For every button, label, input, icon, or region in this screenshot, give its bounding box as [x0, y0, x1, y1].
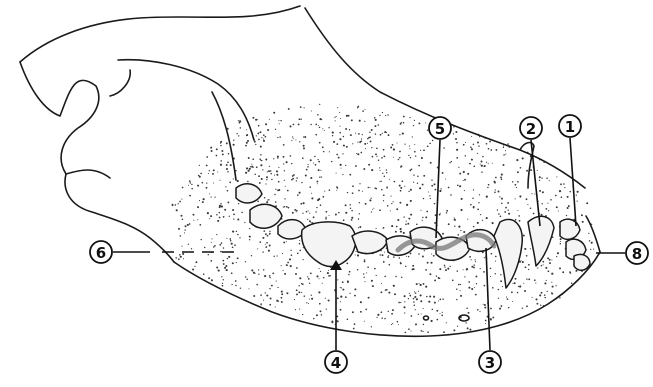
skull-outline	[20, 6, 600, 336]
svg-text:8: 8	[632, 245, 642, 263]
callout-2: 2	[520, 117, 542, 139]
canine-tooth	[494, 219, 522, 288]
carnassial-tooth	[302, 222, 356, 267]
callout-4: 4	[325, 351, 347, 373]
svg-text:4: 4	[331, 354, 341, 372]
callout-8: 8	[626, 242, 648, 264]
callout-6: 6	[90, 241, 112, 263]
callout-1: 1	[559, 115, 581, 137]
svg-text:3: 3	[485, 354, 495, 372]
svg-text:5: 5	[435, 120, 445, 138]
callout-3: 3	[479, 351, 501, 373]
svg-text:1: 1	[565, 118, 575, 136]
svg-text:2: 2	[526, 120, 536, 138]
svg-text:6: 6	[96, 244, 106, 262]
callout-5: 5	[429, 117, 451, 139]
